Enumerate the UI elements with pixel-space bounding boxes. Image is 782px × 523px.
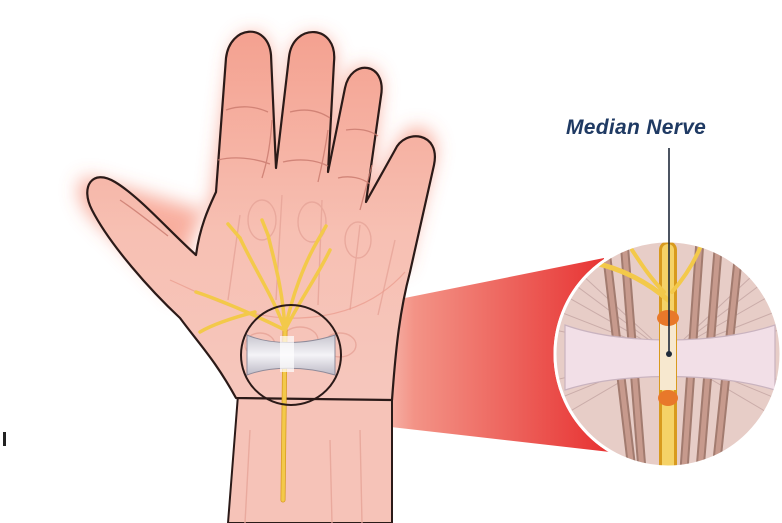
transverse-carpal-ligament (247, 335, 335, 375)
median-nerve-label: Median Nerve (566, 116, 766, 140)
cropped-text-fragment (2, 428, 8, 450)
